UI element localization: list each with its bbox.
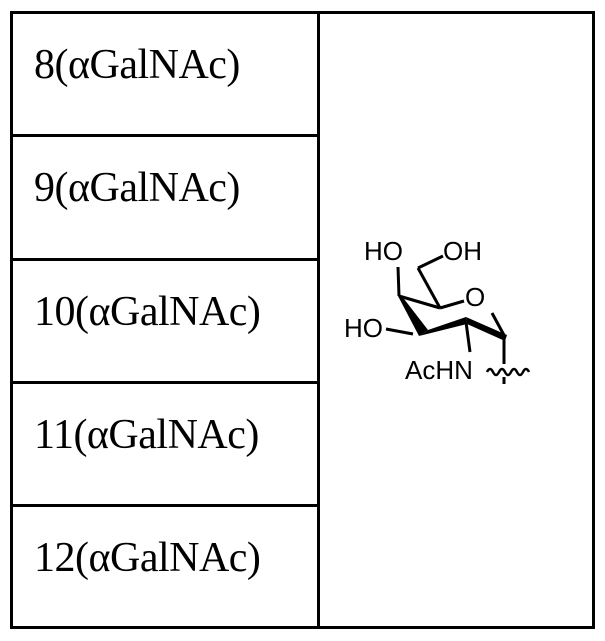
table-row: 12(αGalNAc) bbox=[13, 504, 317, 627]
compound-label: 10(αGalNAc) bbox=[34, 291, 260, 333]
table-row: 9(αGalNAc) bbox=[13, 134, 317, 257]
acetamido-label: AcHN bbox=[405, 355, 473, 385]
top-right-hydroxyl-label: OH bbox=[443, 236, 482, 266]
table-row: 8(αGalNAc) bbox=[13, 14, 317, 137]
compound-label: 12(αGalNAc) bbox=[34, 537, 260, 579]
wavy-bond-icon bbox=[487, 369, 529, 375]
ring-oxygen-label: O bbox=[465, 282, 485, 312]
left-hydroxyl-label: HO bbox=[344, 313, 383, 343]
compound-id-column: 8(αGalNAc) 9(αGalNAc) 10(αGalNAc) 11(αGa… bbox=[13, 14, 320, 626]
compound-table: 8(αGalNAc) 9(αGalNAc) 10(αGalNAc) 11(αGa… bbox=[10, 11, 595, 629]
compound-label: 9(αGalNAc) bbox=[34, 167, 240, 209]
table-row: 10(αGalNAc) bbox=[13, 258, 317, 381]
structure-cell: HO OH O HO AcHN bbox=[320, 14, 592, 626]
compound-label: 8(αGalNAc) bbox=[34, 44, 240, 86]
table-row: 11(αGalNAc) bbox=[13, 381, 317, 504]
top-left-hydroxyl-label: HO bbox=[364, 236, 403, 266]
galnac-structure-diagram: HO OH O HO AcHN bbox=[320, 14, 592, 626]
compound-label: 11(αGalNAc) bbox=[34, 414, 259, 456]
